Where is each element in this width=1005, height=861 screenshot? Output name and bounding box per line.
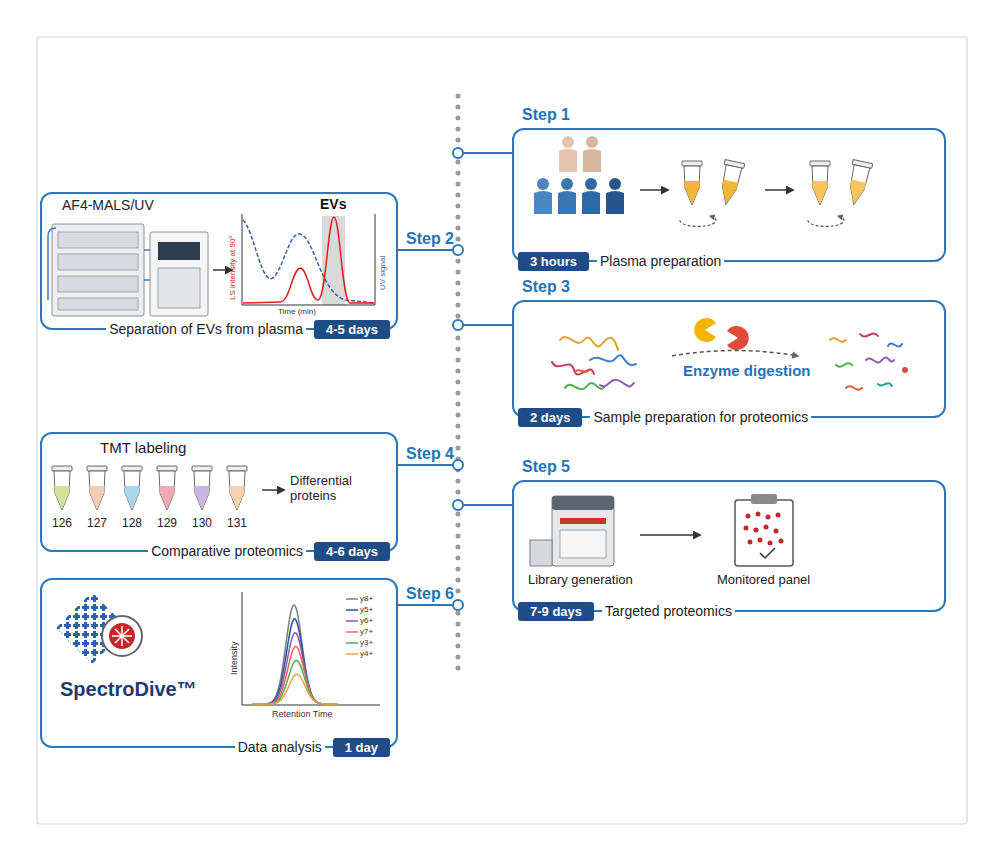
fragment-trace bbox=[252, 647, 338, 704]
duration-tag: 7-9 days bbox=[518, 602, 594, 621]
step-box: Step 3Sample preparation for proteomics2… bbox=[512, 300, 946, 418]
software-logo bbox=[56, 592, 142, 664]
chromatogram-axes bbox=[242, 592, 380, 705]
figure-label: Monitored panel bbox=[717, 573, 810, 588]
legend-text: y4+ bbox=[360, 649, 373, 658]
duration-text: 4-6 days bbox=[326, 544, 378, 559]
legend-text: y6+ bbox=[360, 616, 373, 625]
step-box: Step 5Targeted proteomics7-9 days bbox=[512, 480, 946, 612]
step-label: Step 2 bbox=[406, 230, 454, 248]
frame bbox=[37, 37, 967, 824]
legend-line bbox=[346, 629, 358, 635]
axis-label: LS intensity at 90° bbox=[228, 235, 237, 300]
step-label: Step 4 bbox=[406, 445, 454, 463]
step-caption: Comparative proteomics bbox=[148, 543, 306, 559]
timeline bbox=[456, 96, 461, 672]
duration-text: 7-9 days bbox=[530, 604, 582, 619]
duration-tag: 3 hours bbox=[518, 252, 589, 271]
fragment-trace bbox=[252, 605, 338, 704]
legend-entry: y5+ bbox=[346, 605, 373, 614]
fragment-trace bbox=[252, 660, 338, 704]
arrow bbox=[262, 489, 284, 491]
legend-entry: y4+ bbox=[346, 649, 373, 658]
figure-label: 130 bbox=[192, 517, 212, 531]
step-box: Step 4Comparative proteomics4-6 days bbox=[40, 432, 398, 552]
step-caption: Sample preparation for proteomics bbox=[590, 409, 811, 425]
legend-entry: y7+ bbox=[346, 627, 373, 636]
duration-tag: 1 day bbox=[333, 738, 390, 757]
duration-text: 4-5 days bbox=[326, 322, 378, 337]
step-label: Step 6 bbox=[406, 585, 454, 603]
legend-text: y5+ bbox=[360, 605, 373, 614]
fragment-trace bbox=[252, 674, 338, 704]
timeline-connectors bbox=[398, 153, 512, 605]
mass-spectrometer bbox=[530, 496, 614, 566]
figure-label: EVs bbox=[320, 196, 346, 212]
figure-label: 128 bbox=[122, 517, 142, 531]
duration-tag: 4-6 days bbox=[314, 542, 390, 561]
figure-label: Time (min) bbox=[278, 307, 316, 316]
figure-label: 131 bbox=[227, 517, 247, 531]
peptide-fragments bbox=[830, 333, 908, 389]
fragment-trace bbox=[252, 633, 338, 704]
arrow bbox=[640, 534, 700, 536]
figure-label: AF4-MALS/UV bbox=[62, 197, 154, 213]
legend-text: y7+ bbox=[360, 627, 373, 636]
legend-line bbox=[346, 651, 358, 657]
legend-line bbox=[346, 607, 358, 613]
duration-text: 3 hours bbox=[530, 254, 577, 269]
duration-text: 1 day bbox=[345, 740, 378, 755]
clipboard bbox=[735, 494, 793, 566]
protein-squiggles bbox=[552, 337, 636, 389]
figure-label: SpectroDive™ bbox=[60, 678, 197, 701]
duration-tag: 2 days bbox=[518, 408, 582, 427]
step-label: Step 3 bbox=[522, 278, 570, 296]
figure-label: 126 bbox=[52, 517, 72, 531]
fragment-trace bbox=[252, 619, 338, 704]
step-caption: Data analysis bbox=[235, 739, 325, 755]
figure-label: Library generation bbox=[528, 573, 633, 588]
legend-text: y8+ bbox=[360, 594, 373, 603]
af4-instrument bbox=[48, 224, 208, 316]
arrow bbox=[640, 189, 668, 191]
step-box: Step 1Plasma preparation3 hours bbox=[512, 128, 946, 262]
timeline-dots bbox=[453, 148, 463, 610]
chromatogram bbox=[252, 605, 338, 704]
legend-entry: y3+ bbox=[346, 638, 373, 647]
legend-line bbox=[346, 640, 358, 646]
tmt-tubes bbox=[52, 466, 247, 510]
axis-label: Intensity bbox=[229, 641, 239, 675]
figure-label: TMT labeling bbox=[100, 439, 186, 456]
legend-entry: y6+ bbox=[346, 616, 373, 625]
figure-label: Differential proteins bbox=[290, 474, 385, 504]
enzyme-icon bbox=[672, 318, 798, 356]
axis-label: UV signal bbox=[378, 256, 387, 290]
figure-label: Retention Time bbox=[272, 709, 333, 719]
figure-label: 129 bbox=[157, 517, 177, 531]
step-label: Step 1 bbox=[522, 106, 570, 124]
step-caption: Targeted proteomics bbox=[602, 603, 735, 619]
legend-line bbox=[346, 618, 358, 624]
legend-text: y3+ bbox=[360, 638, 373, 647]
duration-text: 2 days bbox=[530, 410, 570, 425]
step-box: Step 6Data analysis1 day bbox=[40, 578, 398, 748]
figure-label: Enzyme digestion bbox=[683, 362, 811, 379]
step-caption: Plasma preparation bbox=[597, 253, 724, 269]
step-caption: Separation of EVs from plasma bbox=[106, 321, 306, 337]
fractogram bbox=[242, 214, 375, 305]
tube-icon bbox=[680, 159, 873, 226]
people-icon bbox=[534, 136, 624, 214]
legend-entry: y8+ bbox=[346, 594, 373, 603]
figure-label: 127 bbox=[87, 517, 107, 531]
step-label: Step 5 bbox=[522, 458, 570, 476]
legend-line bbox=[346, 596, 358, 602]
duration-tag: 4-5 days bbox=[314, 320, 390, 339]
